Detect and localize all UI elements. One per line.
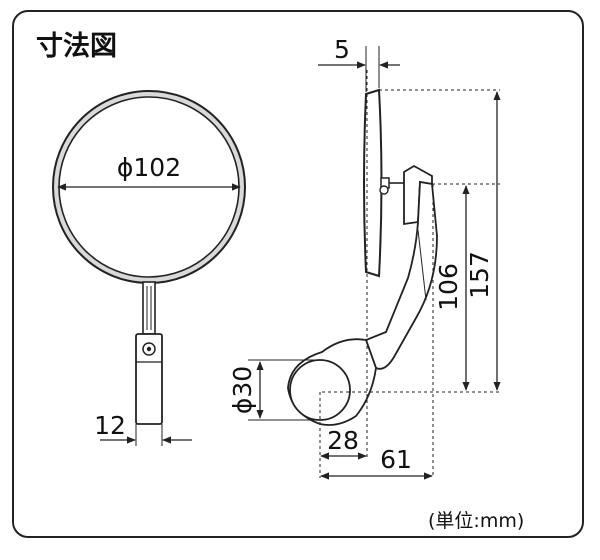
mirror-head-edge [363, 88, 383, 278]
arm-body [364, 180, 438, 370]
mirror-stem [142, 281, 156, 335]
diagram-frame [12, 10, 584, 538]
clamp-body [135, 333, 163, 425]
clamp-width-label: 12 [94, 411, 126, 440]
arm-height-label: 106 [434, 263, 463, 311]
mirror-front-view: ϕ102 12 [52, 90, 246, 446]
total-height-label: 157 [465, 251, 494, 299]
total-depth-label: 61 [380, 445, 412, 474]
bar-offset-label: 28 [327, 426, 359, 455]
mirror-diameter-label: ϕ102 [117, 153, 181, 182]
page-title: 寸法図 [36, 31, 117, 62]
bolt-icon [142, 342, 156, 356]
bar-diameter-label: ϕ30 [228, 366, 257, 414]
unit-note: (単位:mm) [428, 510, 525, 532]
mirror-side-view: 5 106 157 ϕ30 28 61 [228, 35, 501, 480]
mirror-thickness-label: 5 [334, 35, 350, 64]
